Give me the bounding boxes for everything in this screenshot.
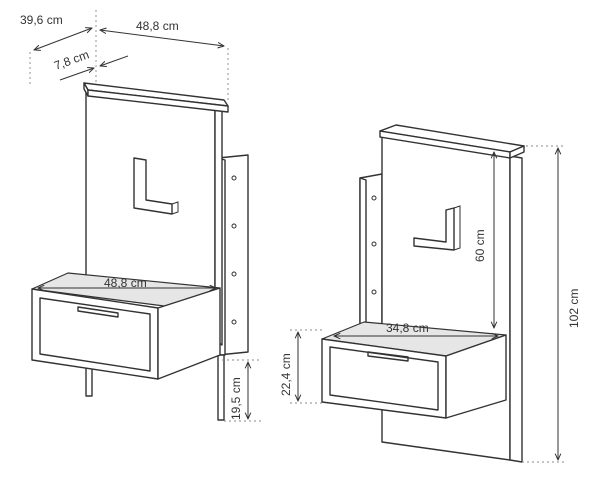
right-shelf-width-label: 34,8 cm (386, 321, 429, 335)
left-post (85, 364, 93, 397)
floor-gap-label: 19,5 cm (229, 377, 243, 420)
rail-hole (231, 223, 237, 229)
rail-hole (371, 195, 377, 201)
panel-depth-dim-right (100, 55, 129, 66)
right-drawer-side (445, 334, 507, 419)
left-unit (31, 82, 249, 421)
rail-hole (371, 241, 377, 247)
panel-depth-dim-left (59, 68, 94, 81)
right-hook-side (453, 205, 461, 251)
rail-hole (231, 175, 237, 181)
rail-hole (231, 271, 237, 277)
right-back-panel-edge (509, 155, 523, 463)
depth-dim-line (34, 28, 92, 50)
left-hook-tip (171, 201, 179, 215)
right-drawer-inner (329, 346, 439, 411)
right-drawer-handle (367, 351, 409, 362)
right-unit (321, 124, 525, 463)
panel-height-label: 60 cm (473, 229, 487, 262)
right-top-cap-side (509, 145, 525, 159)
rail-hole (231, 319, 237, 325)
top-width-label: 48,8 cm (136, 19, 179, 33)
top-width-dim-line (100, 30, 224, 46)
left-drawer-inner (39, 297, 151, 372)
left-top-cap-side (87, 89, 229, 113)
depth-label: 39,6 cm (20, 13, 63, 27)
drawer-height-label: 22,4 cm (279, 353, 293, 396)
right-dimensions: 60 cm 102 cm 22,4 cm 34,8 cm (279, 145, 581, 463)
panel-depth-label: 7,8 cm (52, 47, 91, 72)
left-drawer-side (157, 287, 221, 380)
rail-hole (371, 289, 377, 295)
left-drawer-handle (77, 306, 119, 318)
shelf-width-label: 48,8 cm (104, 276, 147, 290)
total-height-label: 102 cm (567, 289, 581, 328)
left-lower-rail (217, 354, 225, 421)
right-wall-rail-side (359, 177, 367, 335)
